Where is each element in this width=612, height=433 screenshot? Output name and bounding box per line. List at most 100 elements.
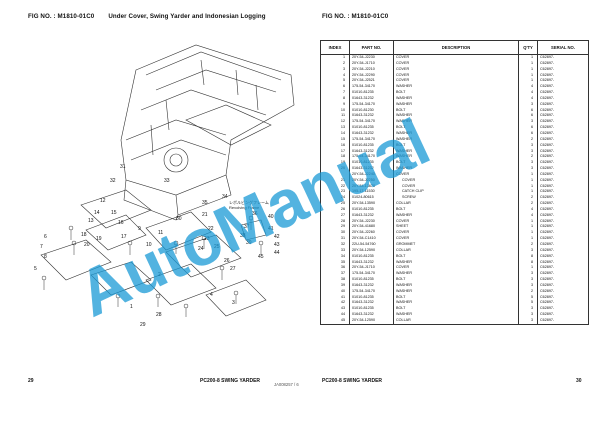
row-serial-no: C62897-	[537, 224, 589, 231]
figure-title: Under Cover, Swing Yarder and Indonesian…	[108, 13, 266, 20]
row-serial-no: C62897-	[537, 195, 589, 202]
note-english: Revolving Frame	[229, 205, 260, 210]
callout-32: 32	[110, 178, 116, 184]
row-serial-no: C62897-	[537, 183, 589, 190]
revolving-frame-note: レボルビングフレーム Revolving Frame	[229, 200, 269, 210]
row-serial-no: C62897-	[537, 242, 589, 248]
row-serial-no: C62897-	[537, 247, 589, 254]
callout-31: 31	[120, 164, 126, 170]
callout-1: 1	[130, 304, 133, 310]
parts-list-table: INDEX PART NO. DESCRIPTION Q'TY SERIAL N…	[320, 40, 589, 325]
row-serial-no: C62897-	[537, 125, 589, 131]
callout-42: 42	[274, 234, 280, 240]
callout-28: 28	[156, 312, 162, 318]
row-serial-no: C62897-	[537, 60, 589, 67]
row-serial-no: C62897-	[537, 95, 589, 102]
callout-38: 38	[240, 233, 246, 239]
callout-29: 29	[140, 322, 146, 328]
right-page-number: 30	[576, 378, 582, 384]
callout-14: 14	[94, 210, 100, 216]
row-serial-no: C62897-	[537, 166, 589, 172]
callout-27: 27	[230, 266, 236, 272]
row-serial-no: C62897-	[537, 259, 589, 266]
callout-3: 3	[232, 300, 235, 306]
row-serial-no: C62897-	[537, 130, 589, 137]
callout-16: 16	[118, 220, 124, 226]
row-serial-no: C62897-	[537, 119, 589, 126]
row-serial-no: C62897-	[537, 107, 589, 114]
left-page-number: 29	[28, 378, 34, 384]
row-serial-no: C62897-	[537, 294, 589, 301]
row-serial-no: C62897-	[537, 142, 589, 149]
row-serial-no: C62897-	[537, 84, 589, 91]
row-serial-no: C62897-	[537, 101, 589, 108]
callout-20: 20	[84, 242, 90, 248]
row-serial-no: C62897-	[537, 177, 589, 184]
callout-12: 12	[100, 198, 106, 204]
left-fig-number: FIG NO. : M1810-01C0	[28, 13, 95, 20]
left-page-header: FIG NO. : M1810-01C0 Under Cover, Swing Y…	[28, 13, 266, 20]
right-page-header: FIG NO. : M1810-01C0	[322, 13, 388, 20]
row-serial-no: C62897-	[537, 171, 589, 178]
row-serial-no: C62897-	[537, 206, 589, 213]
row-serial-no: C62897-	[537, 189, 589, 196]
callout-21: 21	[202, 212, 208, 218]
callout-5: 5	[34, 266, 37, 272]
callout-35: 35	[202, 200, 208, 206]
row-serial-no: C62897-	[537, 136, 589, 143]
row-serial-no: C62897-	[537, 312, 589, 318]
header-index: INDEX	[320, 40, 350, 55]
row-serial-no: C62897-	[537, 201, 589, 207]
row-serial-no: C62897-	[537, 212, 589, 219]
row-serial-no: C62897-	[537, 282, 589, 289]
callout-10: 10	[146, 242, 152, 248]
row-serial-no: C62897-	[537, 72, 589, 79]
callout-41: 41	[268, 226, 274, 232]
right-model-label: PC200-8 SWING YARDER	[322, 378, 383, 384]
table-header-row: INDEX PART NO. DESCRIPTION Q'TY SERIAL N…	[320, 40, 589, 55]
row-serial-no: C62897-	[537, 148, 589, 155]
row-part-no: 20Y-54-12590	[349, 317, 394, 325]
row-serial-no: C62897-	[537, 154, 589, 161]
row-serial-no: C62897-	[537, 300, 589, 307]
callout-45: 45	[258, 254, 264, 260]
row-serial-no: C62897-	[537, 230, 589, 237]
callout-18: 18	[81, 232, 87, 238]
callout-40: 40	[268, 214, 274, 220]
callout-17: 17	[121, 234, 127, 240]
row-qty: 3	[518, 317, 538, 325]
callout-6: 6	[44, 234, 47, 240]
